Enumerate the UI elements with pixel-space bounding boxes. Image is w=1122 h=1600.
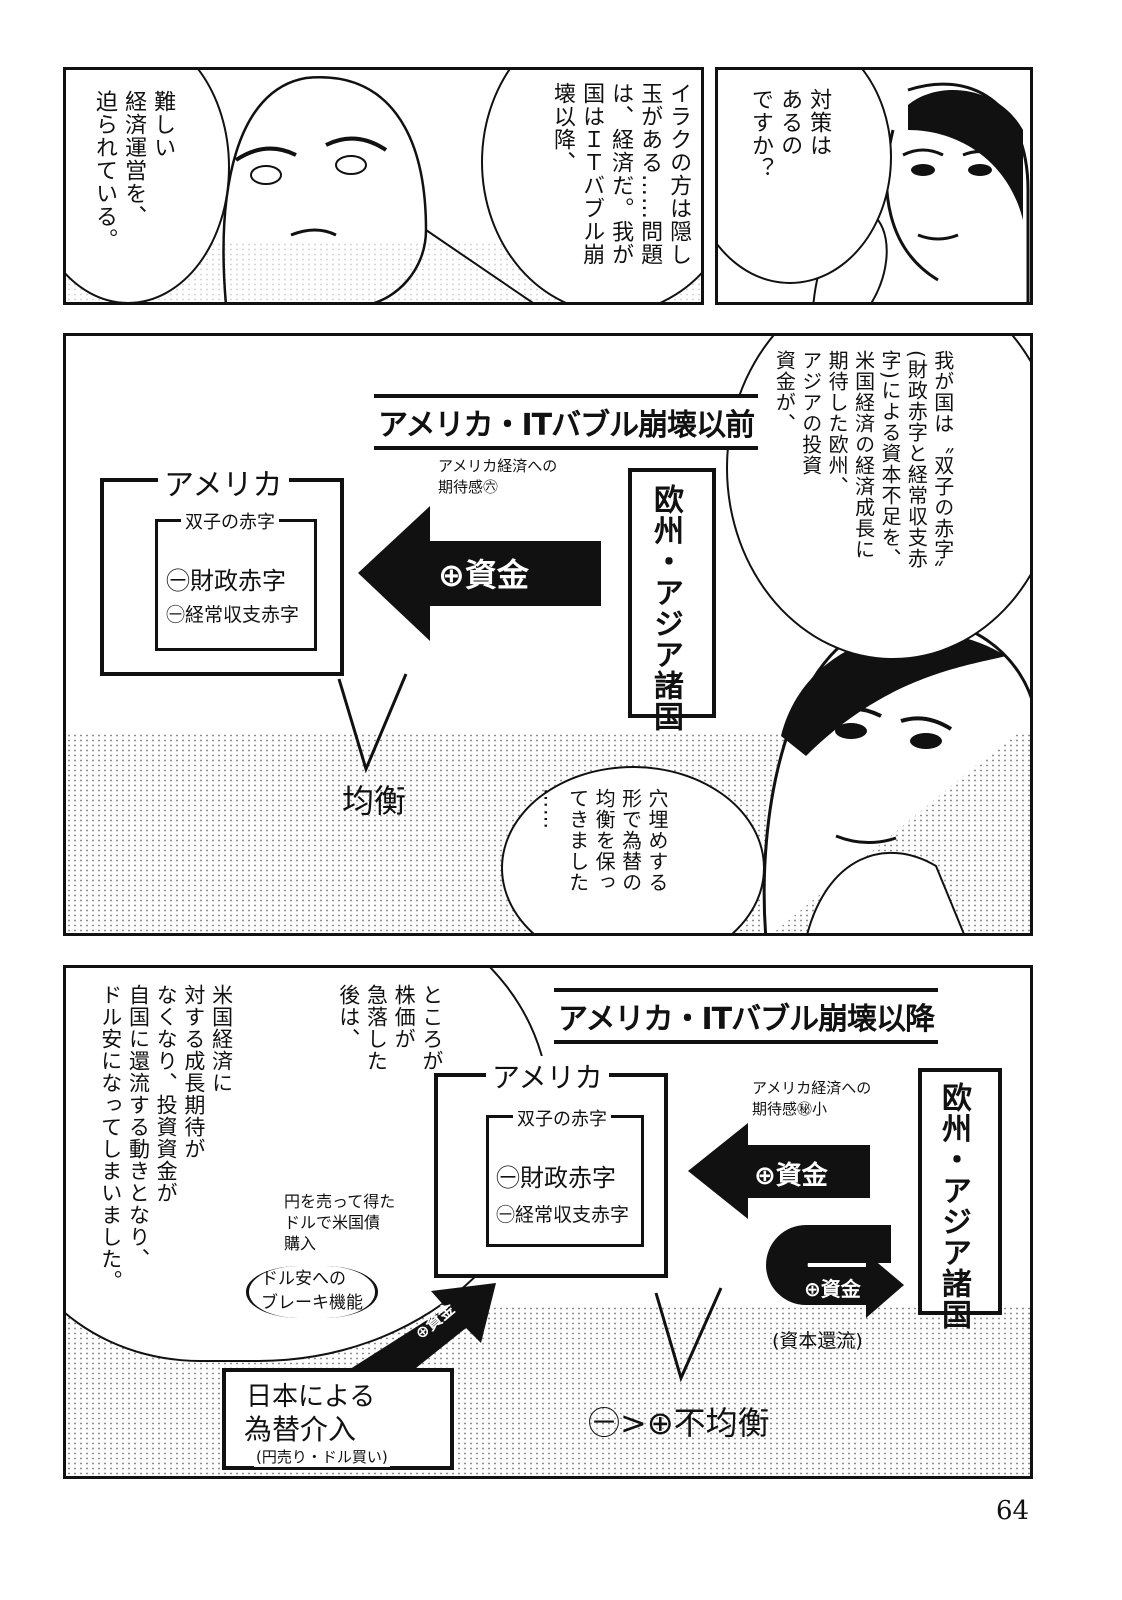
expectation-label: アメリカ経済への 期待感㊅ [438, 456, 558, 498]
japan-box-line2: 為替介入 [244, 1413, 357, 1446]
speech-bubble-bottom [501, 766, 765, 933]
diagram-title: アメリカ・ITバブル崩壊以降 [554, 988, 939, 1044]
balance-label: 均衡 [342, 782, 407, 820]
man-illustration [222, 76, 534, 302]
panel-3: 我が国は〝双子の赤字〟 (財政赤字と経常収支赤 字)による資本不足を、 米国経済… [63, 333, 1033, 936]
diagram-title: アメリカ・ITバブル崩壊以前 [374, 394, 759, 450]
imbalance-label: ㊀>⊕不均衡 [588, 1404, 770, 1442]
capital-return-label: (資本還流) [772, 1330, 863, 1352]
current-account-deficit: ㊀経常収支赤字 [166, 600, 300, 627]
america-label: アメリカ [486, 1056, 609, 1096]
capital-flow-arrow [688, 1123, 870, 1219]
imbalance-v-mark [654, 1287, 723, 1383]
woman-illustration [762, 616, 1030, 933]
capital-flow-arrow [358, 506, 601, 641]
balance-v-mark [337, 673, 408, 774]
panel-1: 難しい 経済運営を、 迫られている。 イラクの方は隠し 玉がある……問題 は、経… [63, 67, 704, 305]
twin-deficit-label: 双子の赤字 [181, 508, 279, 534]
page-number: 64 [996, 1496, 1030, 1526]
speech-text-top: 我が国は〝双子の赤字〟 (財政赤字と経常収支赤 字)による資本不足を、 米国経済… [772, 350, 955, 581]
japan-box-line3: (円売り・ドル買い) [254, 1446, 390, 1467]
twin-deficit-label: 双子の赤字 [513, 1105, 611, 1131]
america-label: アメリカ [158, 460, 289, 504]
panel-4: ところが 株価が 急落した 後は、 米国経済に 対する成長期待が なくなり、投資… [63, 965, 1033, 1479]
speech-text-b: 米国経済に 対する成長期待が なくなり、投資資金が 自国に還流する動きとなり、 … [98, 984, 234, 1292]
europe-asia-box [918, 1068, 1002, 1315]
fiscal-deficit: ㊀財政赤字 [166, 561, 286, 596]
panel-2: 対策は あるの ですか？ [715, 67, 1033, 305]
arrow-label: ⊕資金 [438, 556, 529, 594]
speech-text-left: 難しい 経済運営を、 迫られている。 [92, 90, 176, 251]
speech-text-a: ところが 株価が 急落した 後は、 [336, 984, 444, 1072]
speech-text: 対策は あるの ですか？ [748, 88, 832, 180]
arrow-label: ⊕資金 [754, 1161, 828, 1191]
europe-asia-label: 欧州・アジア諸国 [936, 1082, 971, 1330]
japan-box-line1: 日本による [246, 1382, 376, 1412]
europe-asia-label: 欧州・アジア諸国 [648, 484, 683, 732]
current-account-deficit: ㊀経常収支赤字 [496, 1200, 630, 1227]
expectation-label: アメリカ経済への 期待感㊙小 [752, 1078, 872, 1120]
europe-asia-box [628, 468, 716, 718]
capital-return-arrow [766, 1225, 904, 1318]
speech-bubble-top [726, 336, 1030, 660]
speech-text-right: イラクの方は隠し 玉がある……問題 は、経済だ。我が 国はＩＴバブル崩 壊以降、 [550, 82, 692, 266]
speech-text-bottom: 穴埋めする 形で為替の 均衡を保っ てきました …… [539, 788, 669, 893]
brake-label: ドル安への ブレーキ機能 [246, 1266, 378, 1318]
return-arrow-label: ⊕資金 [804, 1277, 861, 1301]
bond-purchase-label: 円を売って得た ドルで米国債 購入 [284, 1192, 396, 1253]
speech-bubble-right [481, 70, 701, 302]
fiscal-deficit: ㊀財政赤字 [496, 1158, 616, 1193]
woman-illustration [812, 82, 1030, 302]
